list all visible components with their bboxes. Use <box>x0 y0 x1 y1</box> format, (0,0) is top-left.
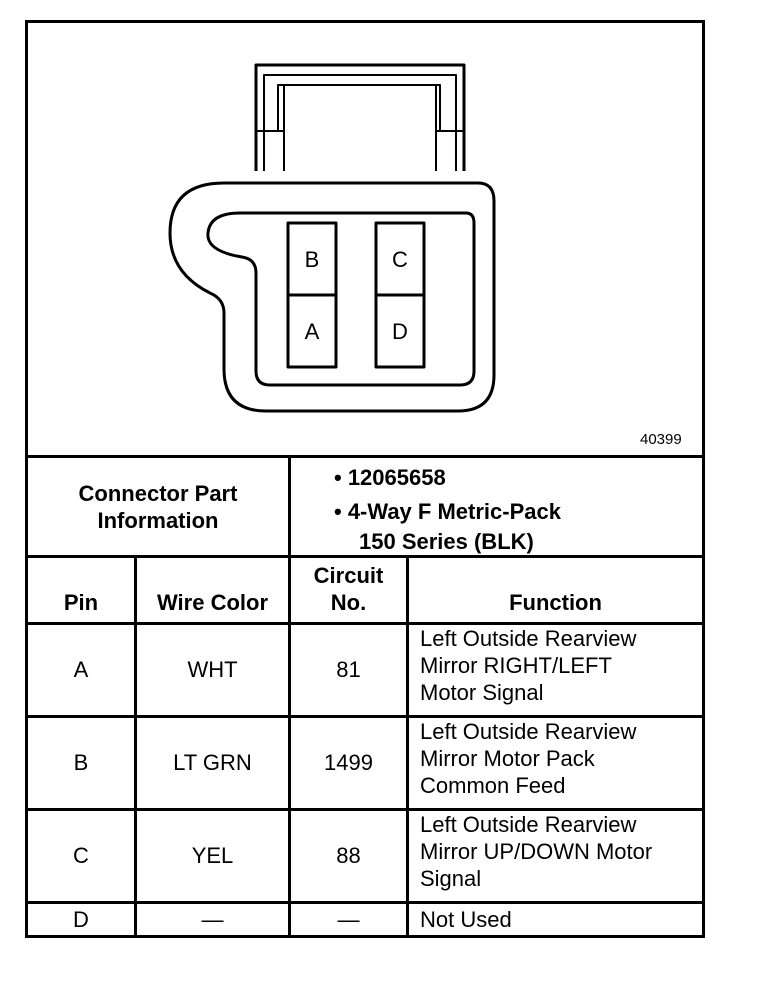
row-b-wire-color: LT GRN <box>173 750 252 775</box>
divider-row-b <box>28 808 702 811</box>
row-a-circuit: 81 <box>336 657 361 682</box>
part-number: • 12065658 <box>334 465 446 490</box>
divider-diagram <box>28 455 702 458</box>
pin-b-label: B <box>305 247 320 272</box>
row-b-function: Left Outside Rearview Mirror Motor Pack … <box>420 719 637 798</box>
header-function: Function <box>509 590 602 615</box>
divider-header <box>28 622 702 625</box>
header-wire-color: Wire Color <box>156 590 269 615</box>
row-b-circuit: 1499 <box>324 750 373 775</box>
divider-col-pin <box>134 555 137 935</box>
row-c-wire-color: YEL <box>191 843 234 868</box>
connector-sheet: B C A D 40399 Connector Part Information… <box>25 20 705 938</box>
pin-d-cell <box>374 293 426 369</box>
row-d-wire-color: — <box>201 906 224 932</box>
connector-latch <box>254 63 466 171</box>
connector-diagram: B C A D <box>168 63 496 413</box>
row-a-function: Left Outside Rearview Mirror RIGHT/LEFT … <box>420 626 637 705</box>
pin-c-label: C <box>392 247 408 272</box>
part-info-bullets: • 12065658 • 4-Way F Metric-Pack 150 Ser… <box>334 461 561 555</box>
row-c-function: Left Outside Rearview Mirror UP/DOWN Mot… <box>420 812 653 891</box>
row-b-pin: B <box>73 750 89 775</box>
pin-a-cell <box>286 293 338 369</box>
divider-col-wire <box>288 555 291 935</box>
part-info-label: Connector Part Information <box>78 480 238 533</box>
divider-row-c <box>28 901 702 904</box>
row-c-circuit: 88 <box>336 843 361 868</box>
header-circuit-no: Circuit No. <box>313 563 384 615</box>
row-d-pin: D <box>73 906 89 932</box>
row-d-function: Not Used <box>420 907 512 932</box>
connector-cavity <box>206 211 476 387</box>
divider-col-circuit <box>406 555 409 935</box>
divider-part-info <box>28 555 702 558</box>
figure-number: 40399 <box>640 431 682 448</box>
part-series-line2: 150 Series (BLK) <box>359 529 534 554</box>
header-pin: Pin <box>63 590 99 615</box>
row-a-wire-color: WHT <box>187 657 238 682</box>
connector-housing-outer <box>168 181 496 413</box>
row-d-circuit: — <box>337 906 360 932</box>
pin-a-label: A <box>305 319 320 344</box>
row-c-pin: C <box>73 843 89 868</box>
part-series-line1: • 4-Way F Metric-Pack <box>334 499 561 524</box>
divider-row-a <box>28 715 702 718</box>
divider-part-info-col <box>288 455 291 555</box>
row-a-pin: A <box>73 657 89 682</box>
pin-d-label: D <box>392 319 408 344</box>
